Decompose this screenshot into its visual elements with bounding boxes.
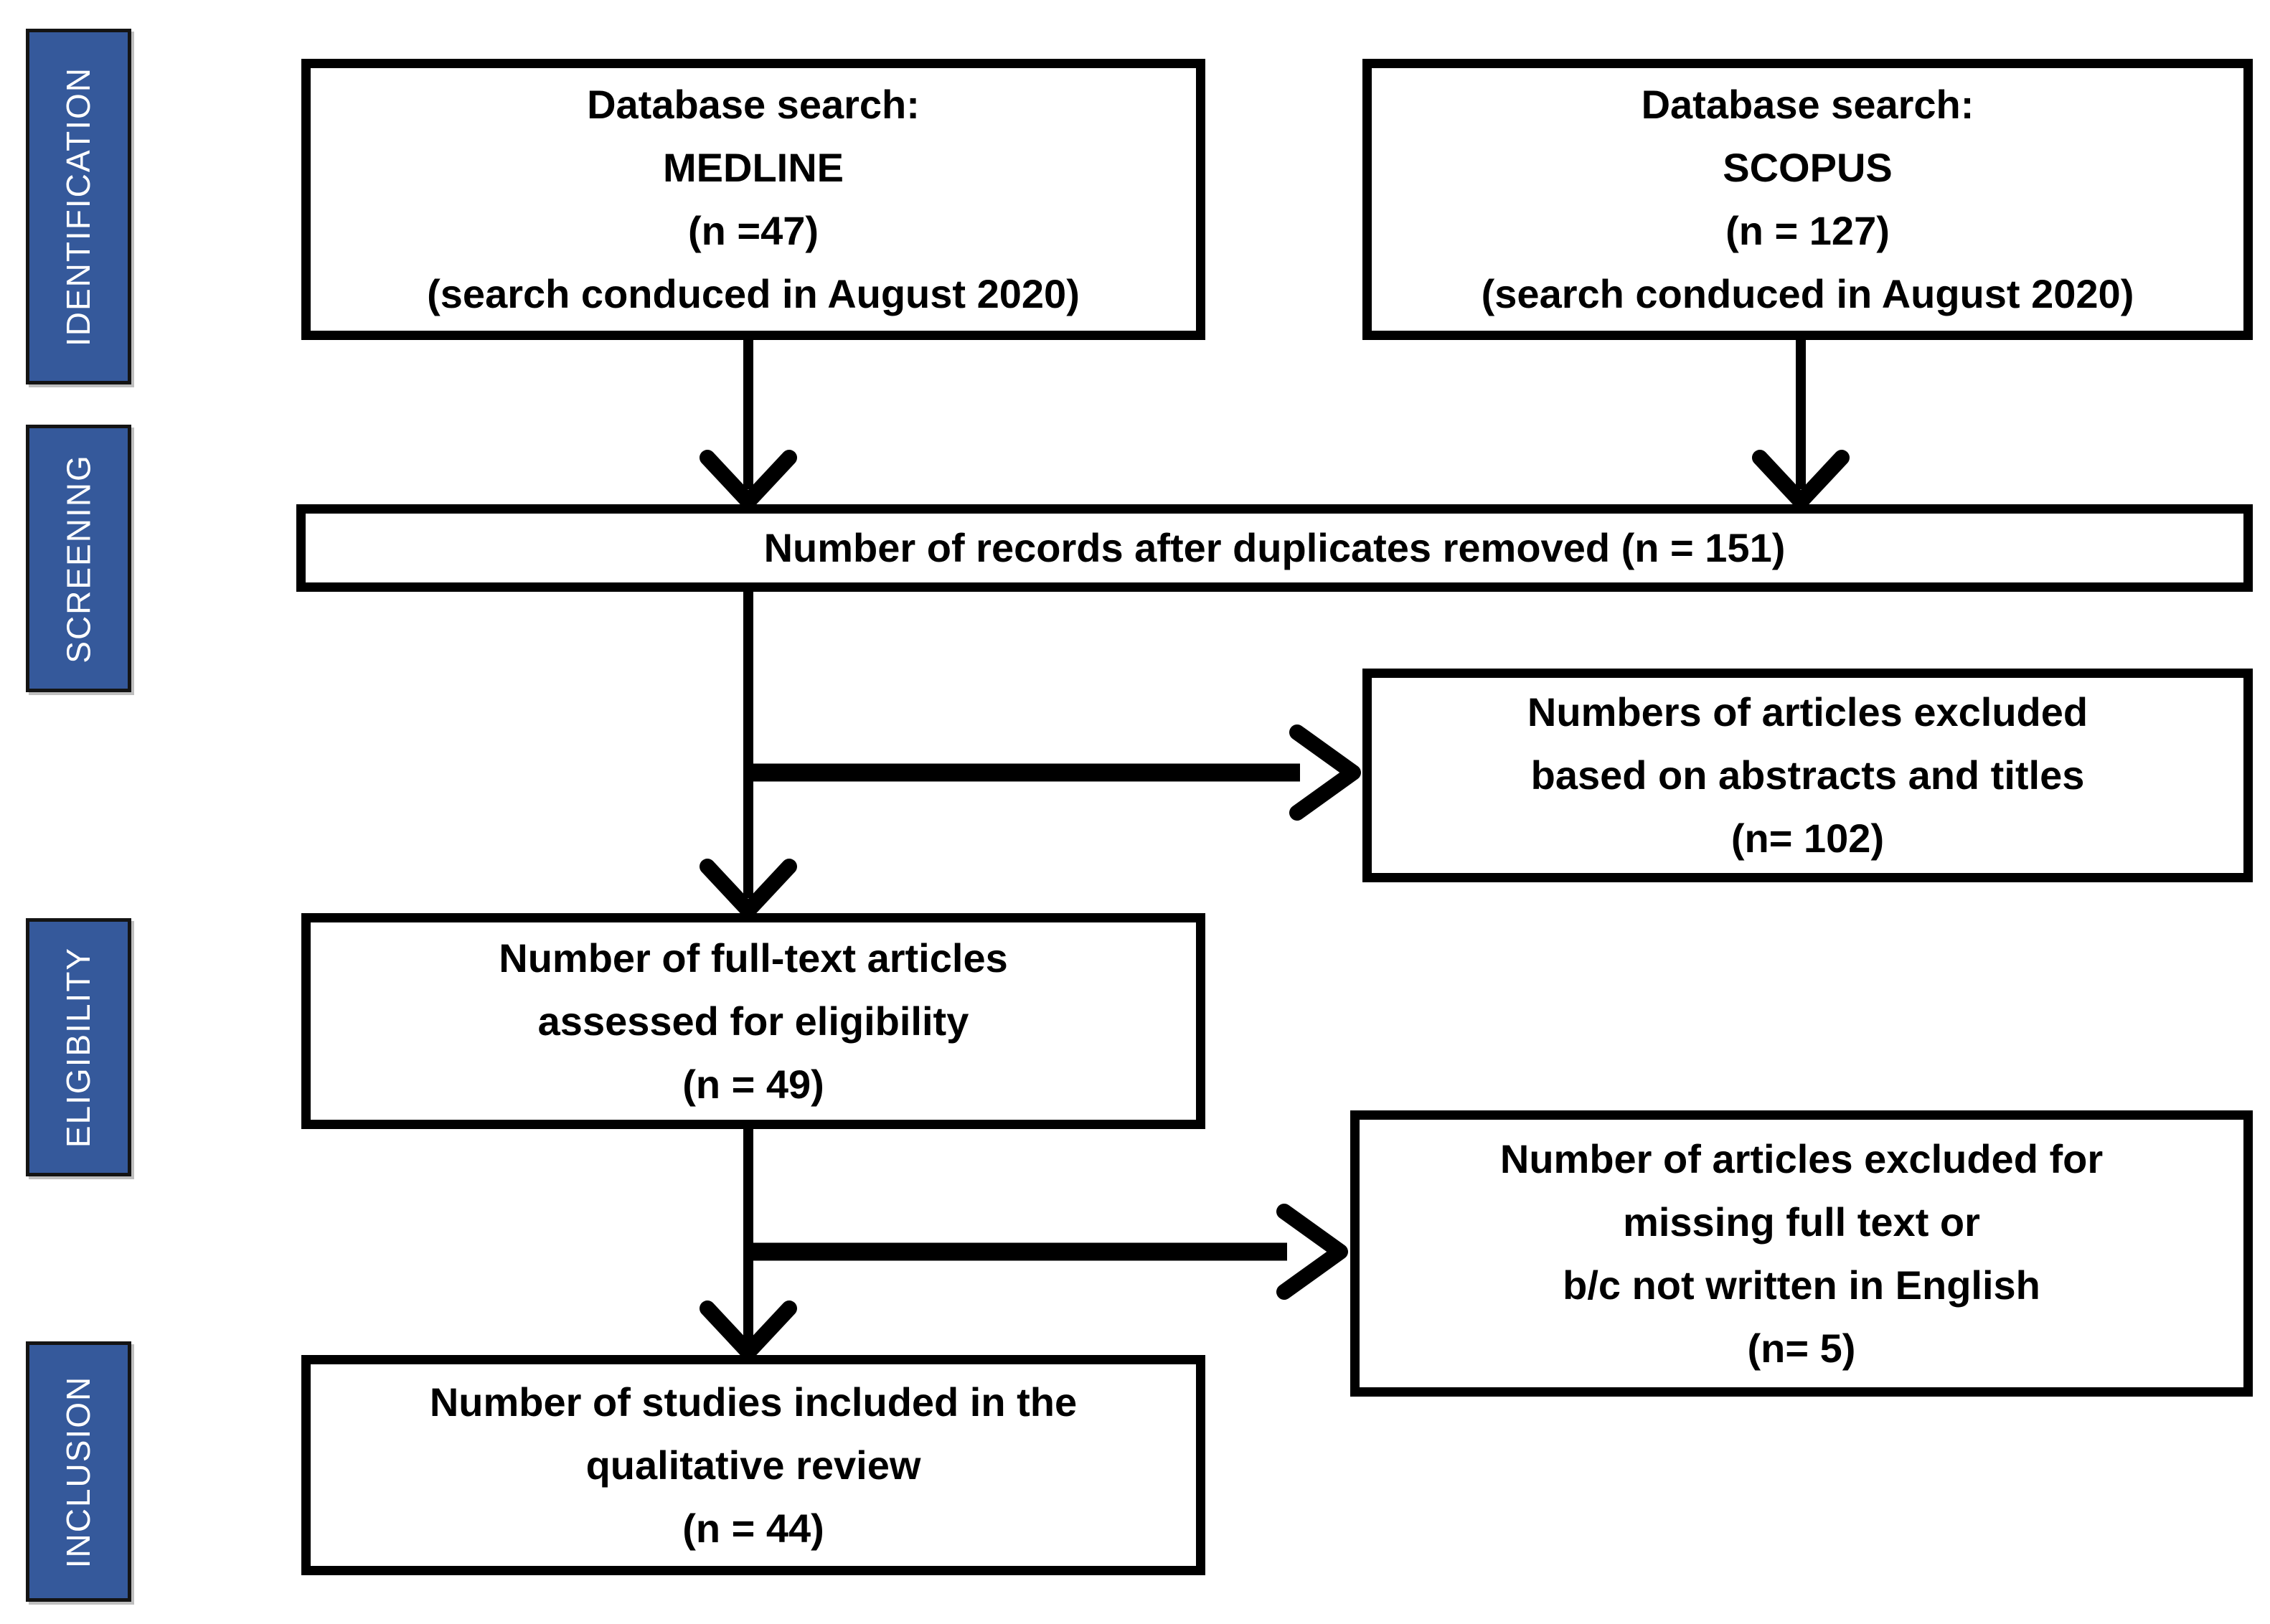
arrow-down-icon	[1752, 450, 1850, 509]
arrow-right-icon	[1276, 1204, 1348, 1300]
box-database-search-scopus: Database search: SCOPUS (n = 127) (searc…	[1362, 59, 2253, 340]
box-excluded-abstracts-line-3: (n= 102)	[1730, 816, 1885, 861]
box-studies-included: Number of studies included in the qualit…	[301, 1355, 1205, 1575]
arrow-scopus-to-duplicates	[1752, 337, 1850, 509]
box-included-line-1: Number of studies included in the	[429, 1379, 1078, 1425]
stage-inclusion: INCLUSION	[26, 1341, 131, 1602]
stage-screening: SCREENING	[26, 425, 131, 692]
box-duplicates-line-1: Number of records after duplicates remov…	[763, 525, 1786, 570]
box-fulltext-line-1: Number of full-text articles	[499, 935, 1008, 981]
arrow-down-icon	[700, 859, 797, 918]
box-excluded-fulltext-line-3: b/c not written in English	[1563, 1262, 2040, 1308]
arrow-down-icon	[700, 450, 797, 509]
box-records-after-duplicates: Number of records after duplicates remov…	[296, 504, 2253, 592]
stage-identification-label: IDENTIFICATION	[60, 66, 98, 347]
box-excluded-fulltext-line-2: missing full text or	[1623, 1199, 1980, 1245]
box-excluded-abstracts-line-1: Numbers of articles excluded	[1527, 689, 2088, 735]
box-included-line-2: qualitative review	[585, 1442, 921, 1488]
box-scopus-line-2: SCOPUS	[1723, 145, 1893, 190]
stage-inclusion-label: INCLUSION	[60, 1375, 98, 1568]
stage-eligibility-label: ELIGIBILITY	[60, 946, 98, 1148]
box-scopus-line-3: (n = 127)	[1725, 208, 1890, 253]
box-excluded-abstracts-titles: Numbers of articles excluded based on ab…	[1362, 669, 2253, 882]
stage-screening-label: SCREENING	[60, 453, 98, 664]
box-excluded-abstracts-line-2: based on abstracts and titles	[1530, 752, 2085, 798]
arrow-branch-to-excluded-fulltext	[743, 1204, 1348, 1300]
arrow-duplicates-to-fulltext	[700, 590, 797, 918]
arrow-down-icon	[700, 1300, 797, 1360]
box-fulltext-line-3: (n = 49)	[682, 1061, 824, 1107]
box-medline-line-3: (n =47)	[687, 208, 819, 253]
box-scopus-line-4: (search conduced in August 2020)	[1481, 271, 2134, 316]
box-excluded-missing-fulltext: Number of articles excluded for missing …	[1350, 1110, 2253, 1397]
box-scopus-line-1: Database search:	[1641, 82, 1974, 127]
stage-eligibility: ELIGIBILITY	[26, 918, 131, 1176]
box-medline-line-1: Database search:	[587, 82, 920, 127]
box-included-line-3: (n = 44)	[682, 1505, 824, 1551]
box-excluded-fulltext-line-4: (n= 5)	[1747, 1325, 1856, 1371]
arrow-branch-to-excluded-abstracts	[743, 724, 1361, 821]
box-medline-line-4: (search conduced in August 2020)	[427, 271, 1080, 316]
box-medline-line-2: MEDLINE	[663, 145, 844, 190]
box-fulltext-assessed: Number of full-text articles assessed fo…	[301, 913, 1205, 1129]
arrow-right-icon	[1289, 724, 1361, 821]
box-database-search-medline: Database search: MEDLINE (n =47) (search…	[301, 59, 1205, 340]
box-excluded-fulltext-line-1: Number of articles excluded for	[1499, 1136, 2104, 1181]
stage-identification: IDENTIFICATION	[26, 29, 131, 384]
arrow-medline-to-duplicates	[700, 337, 797, 509]
arrow-fulltext-to-included	[700, 1126, 797, 1360]
box-fulltext-line-2: assessed for eligibility	[537, 998, 969, 1044]
